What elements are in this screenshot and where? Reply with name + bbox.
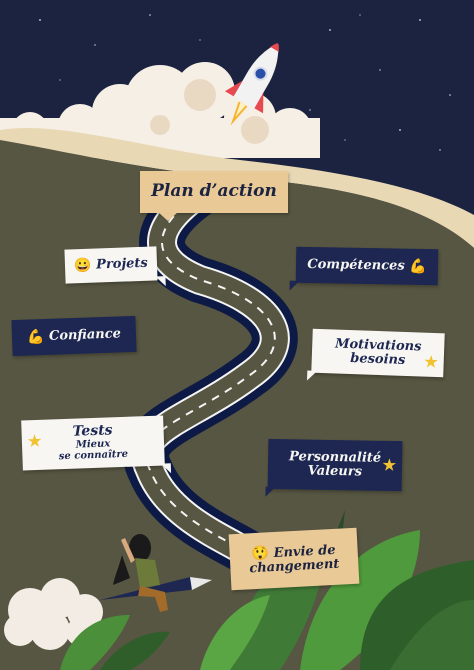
road-center-line [145, 195, 276, 561]
projets-label: Projets [95, 255, 149, 273]
competences-label: Compétences [307, 257, 405, 274]
woman-figure [113, 534, 168, 612]
cloud-shade [150, 79, 269, 144]
confiance-bubble: 💪 Confiance [11, 315, 137, 357]
tests-line2: se connaître [58, 449, 129, 463]
smiling-face-icon: 😀 [73, 257, 92, 274]
confiance-label: Confiance [48, 326, 122, 345]
bubble-tail [158, 212, 178, 221]
personnalite-bubble: Personnalité Valeurs ★ [265, 438, 403, 497]
flexed-biceps-icon: 💪 [409, 258, 427, 275]
hill-rim [0, 127, 474, 248]
rocket-icon [224, 43, 279, 126]
bubble-tail [155, 276, 166, 287]
projets-bubble: 😀 Projets [64, 246, 166, 287]
plants [60, 510, 474, 670]
tests-title: Tests [72, 422, 113, 440]
bubble-tail [306, 370, 318, 381]
bubble-tail [265, 486, 276, 497]
star-icon: ★ [27, 431, 42, 451]
tests-bubble: Tests Mieux se connaître ★ [21, 415, 172, 474]
envie-bubble: 😲 Envie de changement [228, 527, 360, 591]
envie-line2: changement [248, 556, 340, 576]
cloud-bottom [4, 578, 103, 650]
flexed-biceps-icon: 💪 [26, 328, 45, 346]
personnalite-line2: Valeurs [307, 463, 363, 480]
stars [39, 14, 451, 151]
motivations-bubble: Motivations besoins ★ [306, 328, 445, 381]
bubble-tail [289, 280, 300, 291]
star-icon: ★ [423, 352, 439, 372]
star-icon: ★ [382, 455, 397, 475]
bubble-tail [160, 463, 172, 474]
plan-action-title-text: Plan d’action [151, 181, 277, 202]
plan-action-title: Plan d’action [140, 171, 288, 221]
competences-bubble: Compétences 💪 [289, 246, 439, 291]
pen [100, 577, 212, 600]
motivations-line2: besoins [349, 351, 406, 368]
